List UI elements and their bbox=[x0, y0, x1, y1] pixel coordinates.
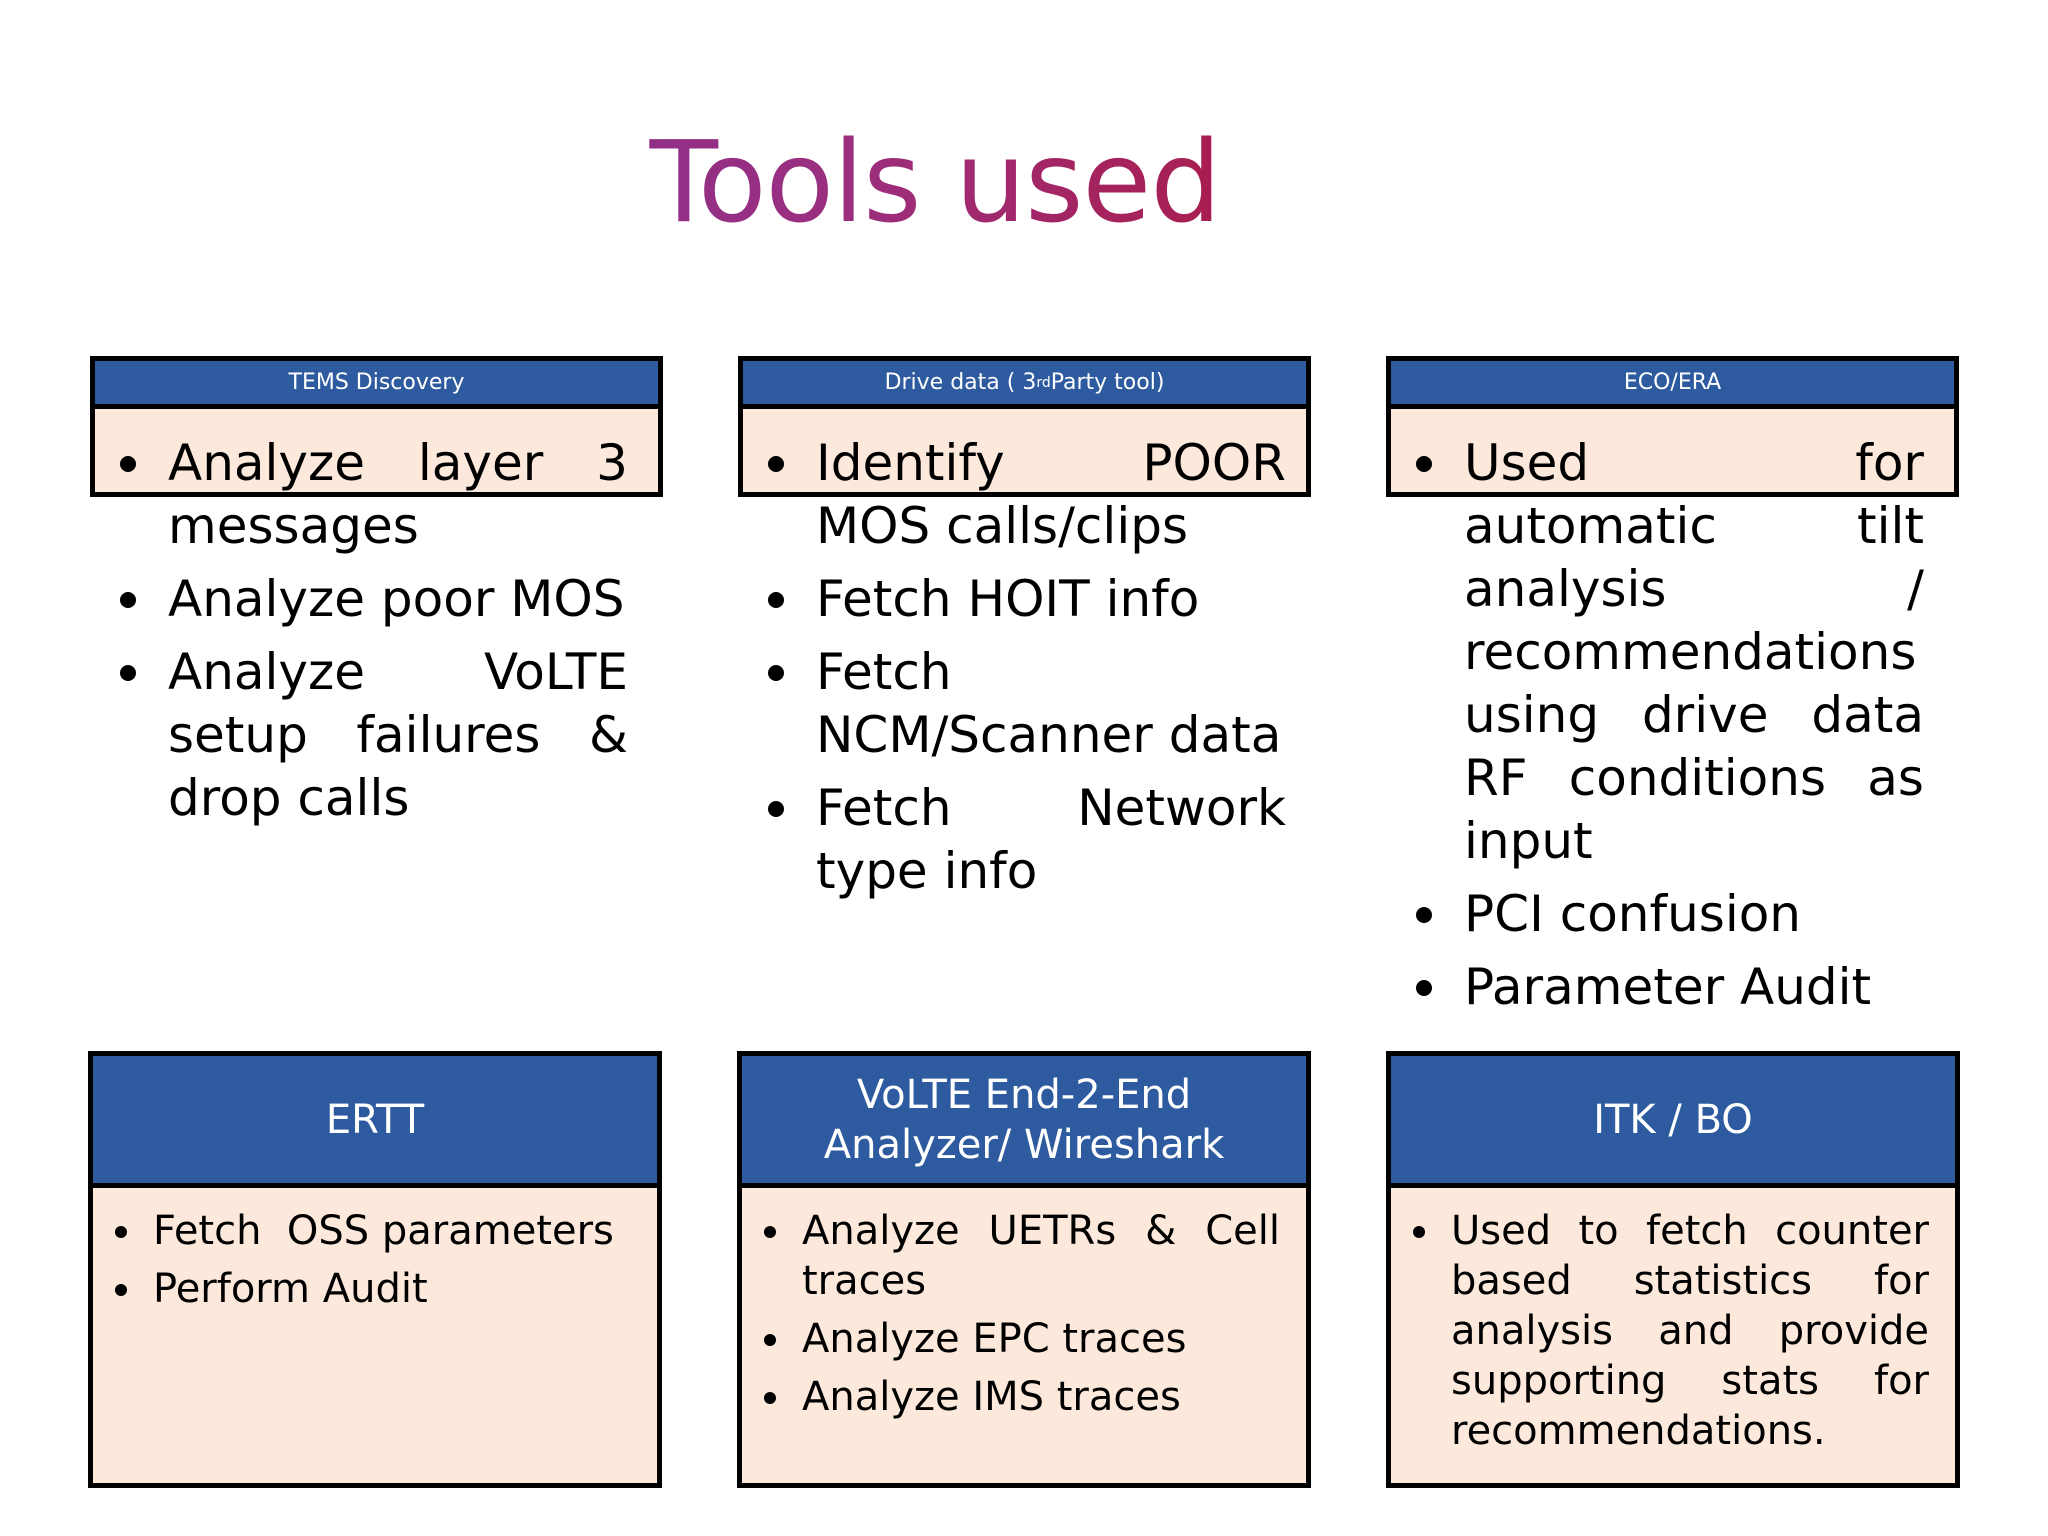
list-item: Identify POOR MOS calls/clips bbox=[766, 432, 1286, 558]
list-item: Perform Audit bbox=[113, 1264, 631, 1314]
list-item: Used to fetch counter based statistics f… bbox=[1411, 1206, 1929, 1456]
list-item: Analyze IMS traces bbox=[762, 1372, 1280, 1422]
tool-box-ertt: ERTT Fetch OSS parameters Perform Audit bbox=[88, 1051, 662, 1488]
tool-bullets-ertt: Fetch OSS parameters Perform Audit bbox=[93, 1188, 657, 1314]
tool-bullets-eco-era: Used for automatic tilt analysis / recom… bbox=[1414, 432, 1924, 1029]
tool-header: ECO/ERA bbox=[1391, 361, 1954, 409]
tool-header: ERTT bbox=[93, 1056, 657, 1188]
list-item: Analyze layer 3 messages bbox=[118, 432, 628, 558]
list-item: Fetch OSS parameters bbox=[113, 1206, 631, 1256]
list-item: Analyze EPC traces bbox=[762, 1314, 1280, 1364]
tool-box-eco-era: ECO/ERA bbox=[1386, 356, 1959, 497]
list-item: Used for automatic tilt analysis / recom… bbox=[1414, 432, 1924, 873]
list-item: Fetch Network type info bbox=[766, 777, 1286, 903]
list-item: Fetch NCM/Scanner data bbox=[766, 641, 1286, 767]
tool-bullets-drive-data: Identify POOR MOS calls/clips Fetch HOIT… bbox=[766, 432, 1286, 913]
tool-box-tems-discovery: TEMS Discovery bbox=[90, 356, 663, 497]
list-item: Analyze UETRs & Cell traces bbox=[762, 1206, 1280, 1306]
tool-bullets-tems-discovery: Analyze layer 3 messages Analyze poor MO… bbox=[118, 432, 628, 840]
list-item: Analyze poor MOS bbox=[118, 568, 628, 631]
list-item: Fetch HOIT info bbox=[766, 568, 1286, 631]
tool-box-itk-bo: ITK / BO Used to fetch counter based sta… bbox=[1386, 1051, 1960, 1488]
tool-header: ITK / BO bbox=[1391, 1056, 1955, 1188]
tool-header: VoLTE End-2-End Analyzer/ Wireshark bbox=[742, 1056, 1306, 1188]
list-item: Parameter Audit bbox=[1414, 956, 1924, 1019]
tool-header-superscript: rd bbox=[1036, 374, 1051, 391]
slide-title: Tools used bbox=[0, 118, 1870, 248]
list-item: Analyze VoLTE setup failures & drop call… bbox=[118, 641, 628, 830]
tool-header-text: Drive data ( 3 bbox=[884, 370, 1037, 395]
tool-header: TEMS Discovery bbox=[95, 361, 658, 409]
tool-bullets-volte-analyzer: Analyze UETRs & Cell traces Analyze EPC … bbox=[742, 1188, 1306, 1422]
list-item: PCI confusion bbox=[1414, 883, 1924, 946]
tool-box-volte-analyzer: VoLTE End-2-End Analyzer/ Wireshark Anal… bbox=[737, 1051, 1311, 1488]
tool-header-text-end: Party tool) bbox=[1050, 370, 1165, 395]
tool-bullets-itk-bo: Used to fetch counter based statistics f… bbox=[1391, 1188, 1955, 1456]
